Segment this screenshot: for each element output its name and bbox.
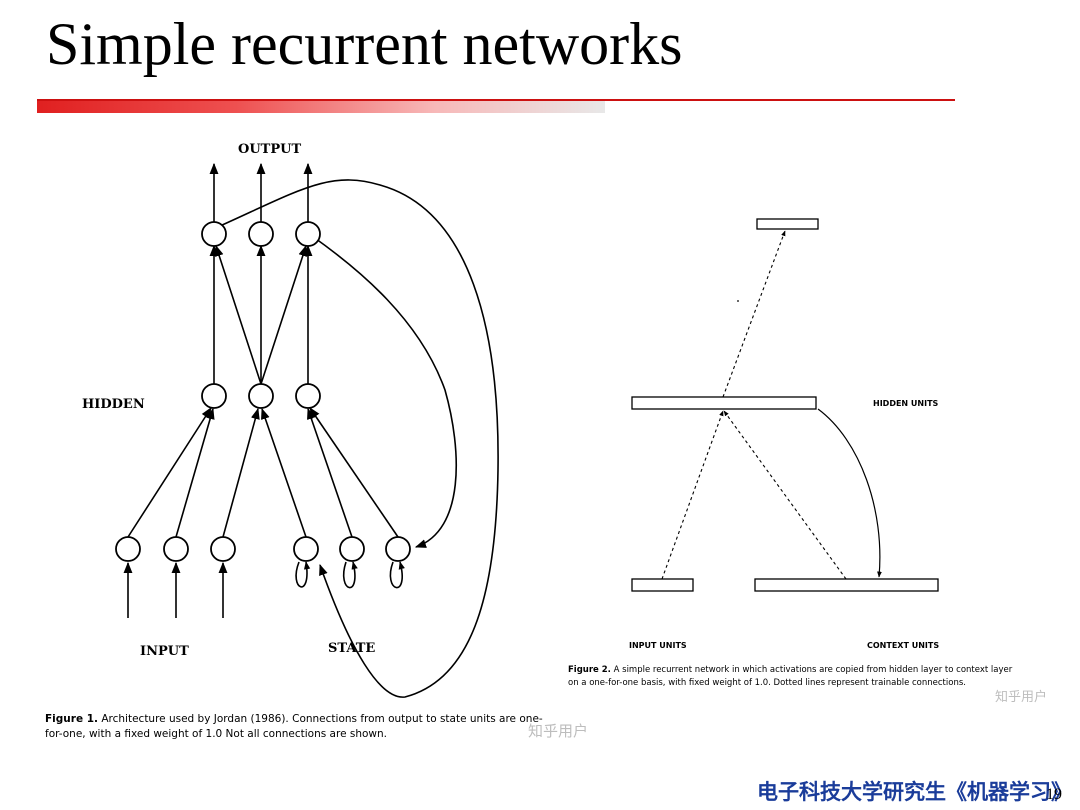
page-number: 19 [1046,786,1062,803]
figure2-caption-label: Figure 2. [568,665,611,675]
input-label: INPUT [140,644,189,659]
watermark: 知乎用户 [528,722,589,740]
hidden-units-bar [631,396,817,410]
input-units-bar [631,578,694,592]
figure2-caption-text: A simple recurrent network in which acti… [568,665,1013,688]
input-unit [163,536,189,562]
input-units-label: INPUT UNITS [629,641,687,650]
figure1-jordan-network [123,162,499,698]
output-unit [295,221,321,247]
output-unit [248,221,274,247]
state-label: STATE [328,641,375,656]
output-label: OUTPUT [238,142,301,157]
context-units-label: CONTEXT UNITS [867,641,939,650]
figure2-simple-recurrent-network [631,218,939,592]
state-unit [385,536,411,562]
figure1-nodes [115,221,411,562]
output-unit [201,221,227,247]
state-unit [339,536,365,562]
context-units-bar [754,578,939,592]
hidden-label: HIDDEN [82,397,145,412]
output-units-bar [756,218,819,230]
state-unit [293,536,319,562]
figure1-caption-text: Architecture used by Jordan (1986). Conn… [45,713,543,740]
slide-footer: 电子科技大学研究生《机器学习》 [757,779,1072,804]
hidden-units-label: HIDDEN UNITS [873,399,939,408]
input-unit [210,536,236,562]
title-underline [37,99,955,101]
input-unit [115,536,141,562]
watermark: 知乎用户 [995,690,1048,705]
figure1-caption-label: Figure 1. [45,713,99,725]
slide-title: Simple recurrent networks [46,11,683,77]
hidden-unit [201,383,227,409]
title-gradient-bar [37,100,605,113]
hidden-unit [248,383,274,409]
figure2-caption: Figure 2. A simple recurrent network in … [568,664,1016,690]
hidden-unit [295,383,321,409]
figure1-caption: Figure 1. Architecture used by Jordan (1… [45,712,545,742]
